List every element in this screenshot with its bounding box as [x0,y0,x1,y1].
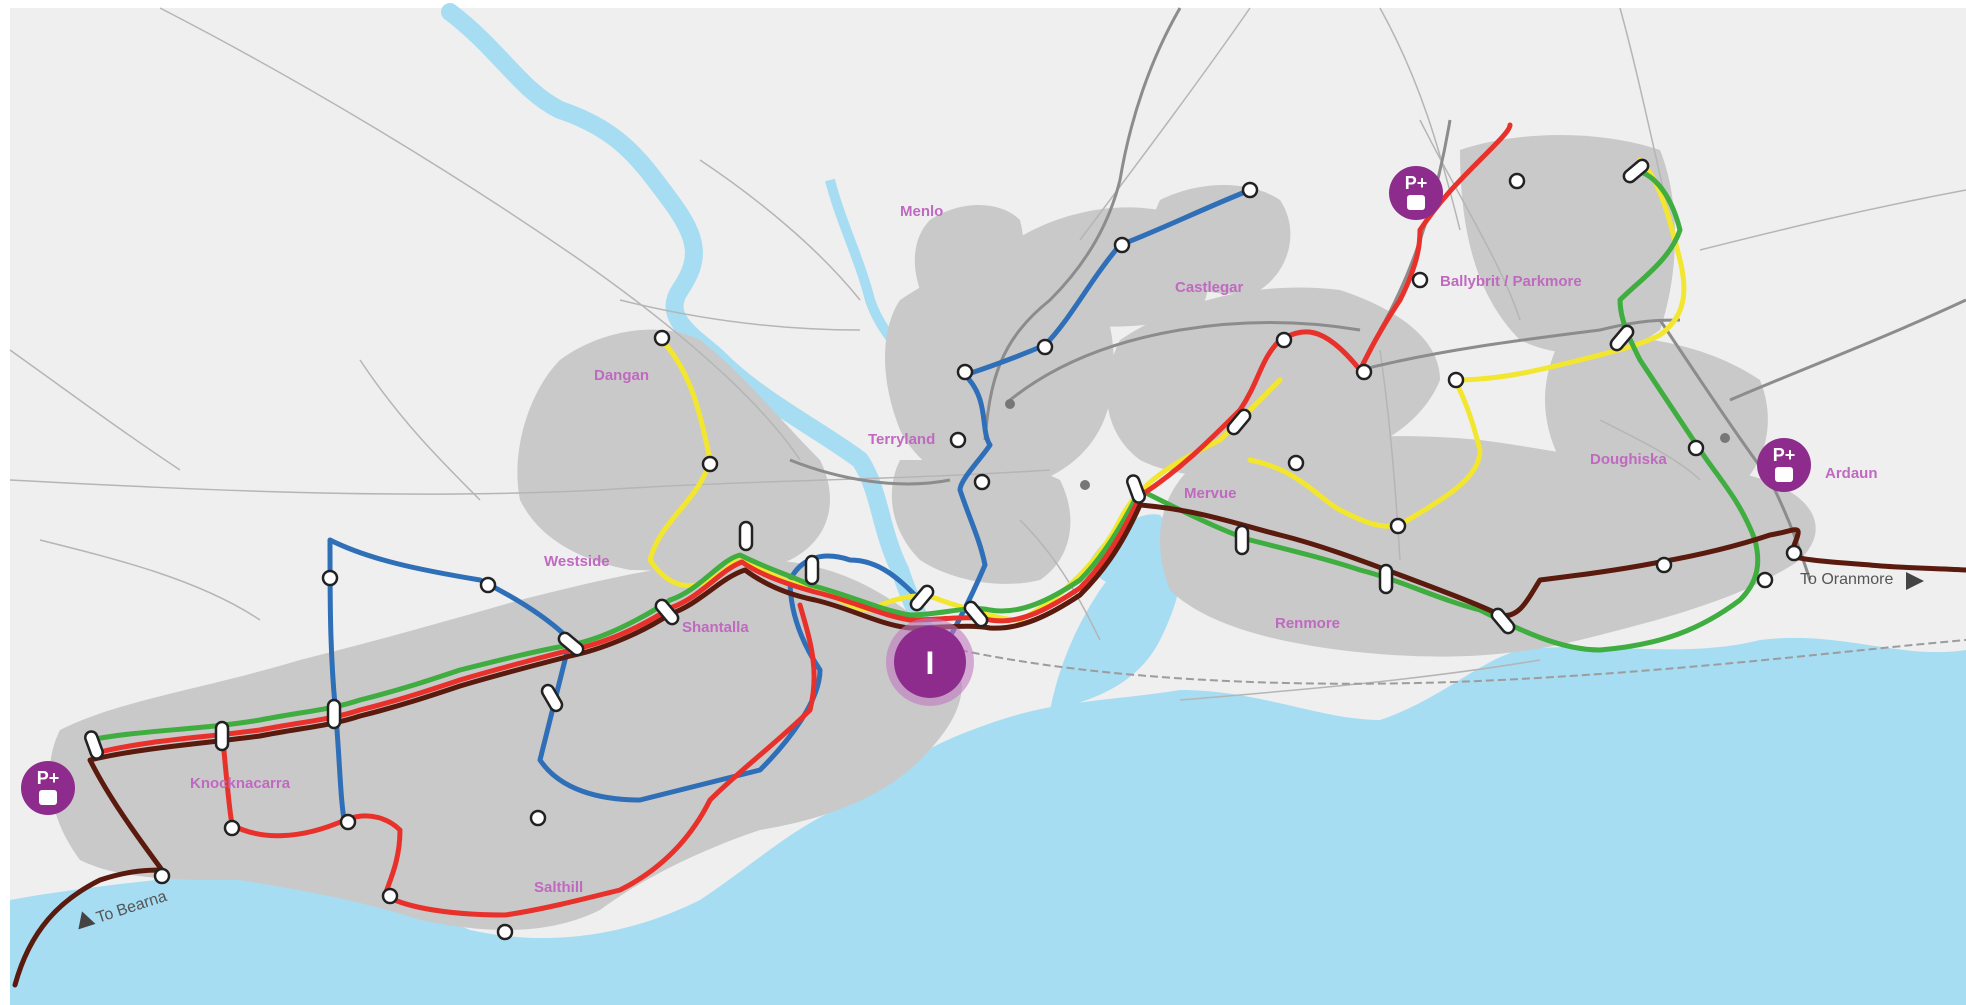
hub-label: I [926,645,935,681]
bus-icon [1407,195,1425,210]
stop-marker[interactable] [701,455,719,473]
interchange-marker [909,584,935,612]
stop-marker[interactable] [1355,363,1373,381]
direction-label-east: To Oranmore [1800,571,1893,588]
stop-marker[interactable] [956,363,974,381]
place-label-westside: Westside [544,553,610,570]
arrow-up-icon [78,911,96,930]
stop-marker[interactable] [1655,556,1673,574]
interchange-marker [1226,408,1252,436]
interchange-marker [1126,474,1146,504]
stop-marker[interactable] [1447,371,1465,389]
stop-marker[interactable] [529,809,547,827]
place-label-menlo: Menlo [900,203,943,220]
junction-dots [1005,399,1730,490]
stop-marker[interactable] [1756,571,1774,589]
interchange-marker [1609,324,1635,352]
place-label-knocknacarra: Knocknacarra [190,775,291,792]
interchange-marker [1234,524,1250,556]
interchange-marker [84,730,104,760]
railway [959,639,1966,685]
place-label-castlegar: Castlegar [1175,279,1244,296]
interchange-marker [654,598,680,626]
interchanges [84,158,1650,760]
stop-marker[interactable] [653,329,671,347]
park-ride-west[interactable]: P+ [21,761,75,815]
arrow-right-icon [1906,572,1924,590]
interchange-marker [540,683,564,713]
stops[interactable] [153,172,1803,941]
interchange-marker [557,631,585,657]
interchange-marker [804,554,820,586]
bus-icon [1775,467,1793,482]
interchange-marker [214,720,230,752]
place-label-salthill: Salthill [534,879,583,896]
interchange-marker [1490,607,1516,635]
stop-marker[interactable] [223,819,241,837]
sea [10,637,1966,1005]
place-label-renmore: Renmore [1275,615,1340,632]
stop-marker[interactable] [479,576,497,594]
stop-marker[interactable] [381,887,399,905]
park-ride-label: P+ [37,768,60,788]
place-label-ballybrit: Ballybrit / Parkmore [1440,273,1582,290]
bus-icon [39,790,57,805]
place-label-doughiska: Doughiska [1590,451,1667,468]
stop-marker[interactable] [973,473,991,491]
stop-marker[interactable] [153,867,171,885]
place-label-dangan: Dangan [594,367,649,384]
place-label-ardaun: Ardaun [1825,465,1878,482]
place-label-terryland: Terryland [868,431,935,448]
stop-marker[interactable] [339,813,357,831]
place-label-shantalla: Shantalla [682,619,749,636]
stop-marker[interactable] [321,569,339,587]
stop-marker[interactable] [1508,172,1526,190]
stop-marker[interactable] [496,923,514,941]
lough [1090,514,1168,585]
park-ride-label: P+ [1405,173,1428,193]
stop-marker[interactable] [1241,181,1259,199]
river [441,3,939,649]
interchange-marker [963,600,989,628]
interchange-marker [738,520,754,552]
place-label-mervue: Mervue [1184,485,1237,502]
interchange-marker [1378,563,1394,595]
park-ride-label: P+ [1773,445,1796,465]
interchange-marker [1622,158,1650,184]
park-ride-north[interactable]: P+ [1389,166,1443,220]
place-labels: Menlo Castlegar Ballybrit / Parkmore Dan… [190,203,1878,896]
stop-marker[interactable] [1785,544,1803,562]
stop-marker[interactable] [1287,454,1305,472]
city-centre-hub[interactable]: I [886,618,974,706]
stop-marker[interactable] [1113,236,1131,254]
direction-east: To Oranmore [1800,571,1924,590]
bay [1050,540,1181,710]
stop-marker[interactable] [1389,517,1407,535]
stop-marker[interactable] [1275,331,1293,349]
park-ride-east[interactable]: P+ [1757,438,1811,492]
stop-marker[interactable] [1687,439,1705,457]
stop-marker[interactable] [1036,338,1054,356]
interchange-marker [326,698,342,730]
stop-marker[interactable] [1411,271,1429,289]
stop-marker[interactable] [949,431,967,449]
